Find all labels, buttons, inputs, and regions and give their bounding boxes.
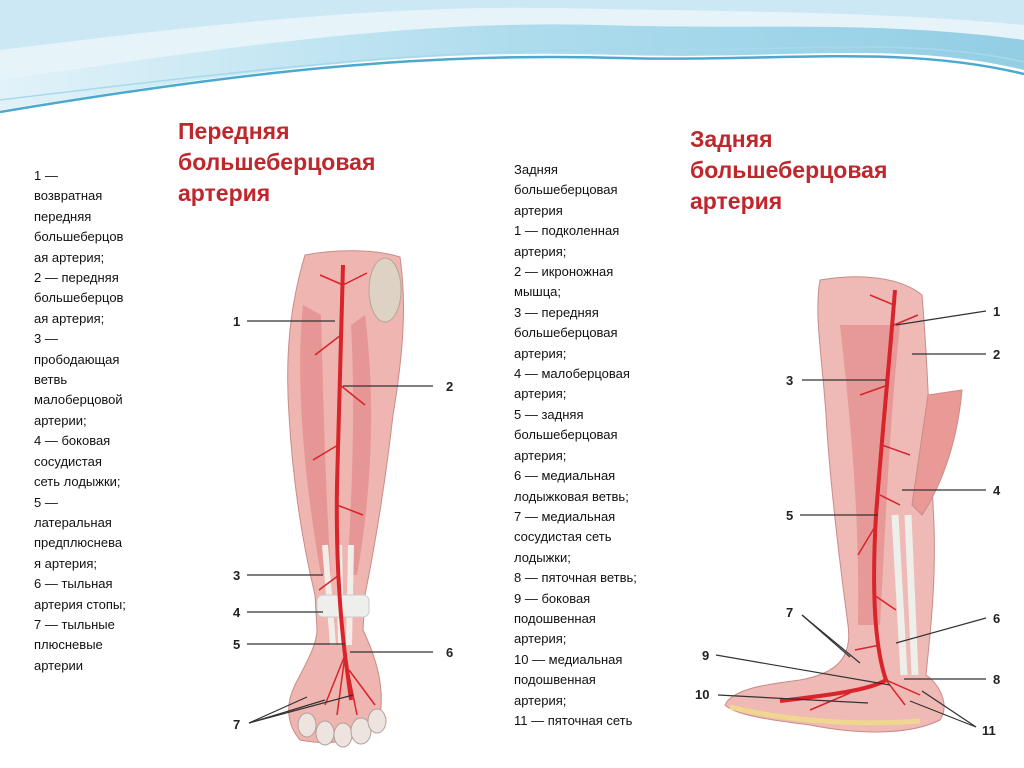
legend-line: 10 — медиальная <box>514 651 623 667</box>
artery-branches <box>312 272 376 716</box>
legend-line: артерии <box>34 657 83 673</box>
back-callout-6: 6 <box>993 611 1000 626</box>
legend-line: Задняя <box>514 162 558 177</box>
back-callout-7: 7 <box>786 605 793 620</box>
legend-line: лодыжковая ветвь; <box>514 488 629 504</box>
front-callout-2: 2 <box>446 379 453 394</box>
front-callout-3: 3 <box>233 568 240 583</box>
back-title-line: Задняя <box>690 126 773 152</box>
legend-line: прободающая <box>34 351 120 367</box>
front-title-line: Передняя <box>178 118 290 144</box>
posterior-leg-illustration: 1 2 3 4 5 6 7 8 9 10 11 <box>695 276 1001 738</box>
legend-line: большеберцовая <box>514 427 618 443</box>
legend-line: большеберцовая <box>514 325 618 341</box>
kneecap <box>368 257 402 323</box>
front-callout-5: 5 <box>233 637 240 652</box>
muscle-lateral <box>300 305 331 575</box>
legend-line: 2 — передняя <box>34 270 119 286</box>
back-callout-2: 2 <box>993 347 1000 362</box>
posterior-tibial-artery-path <box>779 289 897 703</box>
legend-line: 1 — <box>34 168 58 183</box>
legend-line: большеберцов <box>34 229 124 245</box>
front-artery-title: Передняя большеберцовая артерия <box>178 116 375 209</box>
legend-line: подошвенная <box>514 610 596 626</box>
anterior-leg-illustration: 1 2 3 4 5 6 7 <box>233 250 453 748</box>
front-callout-7: 7 <box>233 717 240 732</box>
legend-line: артерии; <box>34 412 87 428</box>
legend-line: передняя <box>34 208 92 224</box>
legend-line: ая артерия; <box>34 249 105 265</box>
front-legend: 1 — возвратная передняя большеберцов ая … <box>34 166 138 676</box>
legend-line: ая артерия; <box>34 310 105 326</box>
back-callout-11: 11 <box>982 723 996 738</box>
back-callout-5: 5 <box>786 508 793 523</box>
back-callout-lines <box>715 310 987 728</box>
legend-line: сосудистая сеть <box>514 529 612 545</box>
back-title-line: артерия <box>690 188 783 214</box>
achilles-tendon <box>891 514 919 676</box>
legend-line: 6 — тыльная <box>34 576 113 592</box>
legend-line: предплюснева <box>34 535 123 551</box>
legend-line: артерия; <box>514 631 567 647</box>
back-callout-8: 8 <box>993 672 1000 687</box>
legend-line: артерия; <box>514 243 567 259</box>
legend-line: артерия; <box>514 345 567 361</box>
front-title-line: большеберцовая <box>178 149 376 175</box>
ankle-retinaculum <box>316 594 370 618</box>
legend-line: 3 — <box>34 331 58 347</box>
legend-line: мышца; <box>514 284 561 300</box>
front-callout-4: 4 <box>233 605 241 620</box>
legend-line: 5 — <box>34 494 58 510</box>
back-callout-9: 9 <box>702 648 709 663</box>
legend-line: я артерия; <box>34 555 98 571</box>
back-callout-4: 4 <box>993 483 1001 498</box>
legend-line: подошвенная <box>514 672 596 688</box>
back-artery-title: Задняя большеберцовая артерия <box>690 124 887 217</box>
gastrocnemius-flap <box>911 389 963 516</box>
legend-line: сосудистая <box>34 453 102 469</box>
back-callout-1: 1 <box>993 304 1000 319</box>
legend-line: 7 — тыльные <box>34 616 115 632</box>
front-callout-lines <box>247 320 433 724</box>
anterior-tibial-artery-path <box>334 264 353 701</box>
legend-line: малоберцовой <box>34 392 123 408</box>
legend-line: артерия; <box>514 447 567 463</box>
legend-line: латеральная <box>34 514 112 530</box>
legend-line: артерия стопы; <box>34 596 126 612</box>
legend-line: плюсневые <box>34 637 103 653</box>
legend-line: 3 — передняя <box>514 304 599 320</box>
back-legend: Задняя большеберцовая артерия 1 — подкол… <box>514 160 656 731</box>
back-title-line: большеберцовая <box>690 157 888 183</box>
legend-line: 5 — задняя <box>514 406 584 422</box>
legend-line: ветвь <box>34 372 68 388</box>
legend-line: 4 — боковая <box>34 433 111 449</box>
plantar-fat <box>729 704 921 726</box>
legend-line: возвратная <box>34 188 103 204</box>
legend-line: артерия; <box>514 692 567 708</box>
muscle-medial <box>347 315 372 575</box>
legend-line: 2 — икроножная <box>514 264 614 280</box>
front-title-line: артерия <box>178 180 271 206</box>
back-callout-10: 10 <box>695 687 709 702</box>
front-callout-6: 6 <box>446 645 453 660</box>
legend-line: большеберцовая <box>514 182 618 198</box>
legend-line: большеберцов <box>34 290 124 306</box>
legend-line: 8 — пяточная ветвь; <box>514 570 637 586</box>
legend-line: 7 — медиальная <box>514 508 616 524</box>
legend-line: артерия; <box>514 386 567 402</box>
back-callout-3: 3 <box>786 373 793 388</box>
legend-line: артерия <box>514 202 563 218</box>
legend-line: лодыжки; <box>514 549 571 565</box>
artery-branches <box>809 294 921 711</box>
legend-line: 11 — пяточная сеть <box>514 712 633 728</box>
legend-line: 9 — боковая <box>514 590 591 606</box>
toes <box>297 708 387 748</box>
front-callout-1: 1 <box>233 314 240 329</box>
legend-line: 6 — медиальная <box>514 468 616 484</box>
legend-line: 4 — малоберцовая <box>514 366 630 382</box>
header-wave-decoration <box>0 0 1024 114</box>
legend-line: сеть лодыжки; <box>34 474 121 490</box>
legend-line: 1 — подколенная <box>514 223 620 239</box>
